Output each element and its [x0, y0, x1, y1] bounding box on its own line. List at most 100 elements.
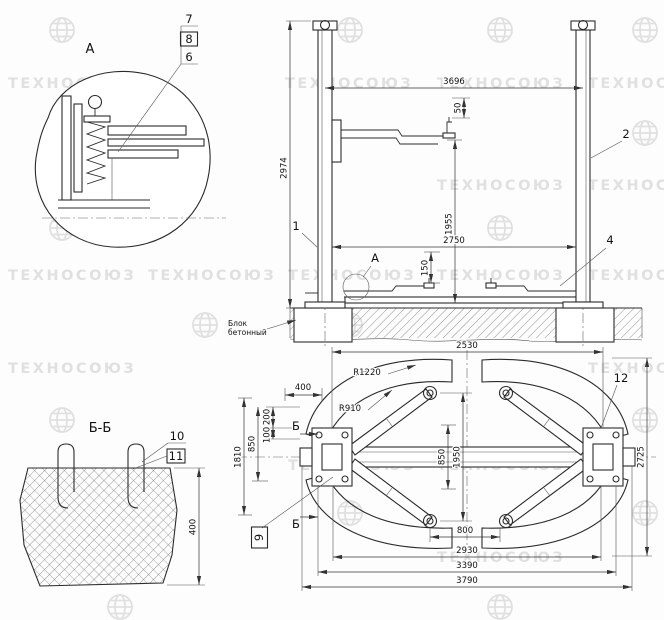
svg-text:4: 4: [606, 233, 613, 247]
detail-a: А 7 8 6: [34, 11, 226, 248]
svg-text:850: 850: [438, 449, 448, 465]
watermark-text: ТЕХНОСОЮЗ: [148, 268, 276, 284]
dim-800: 800: [429, 525, 501, 542]
dim-3790: 3790: [301, 466, 633, 591]
watermark-globe-icon: [487, 17, 513, 43]
svg-text:850: 850: [248, 436, 258, 452]
track-band: [339, 446, 597, 468]
svg-text:3390: 3390: [456, 561, 478, 571]
section-marker-b-bottom: Б: [291, 514, 318, 532]
watermark-text: ТЕХНОСОЮЗ: [437, 178, 565, 194]
dim-r1220: R1220: [352, 364, 417, 379]
watermark-globe-icon: [337, 500, 363, 526]
callout-7: 7: [185, 12, 192, 26]
callout-8: 8: [185, 32, 192, 46]
svg-text:2725: 2725: [637, 446, 647, 468]
lift-arm-lowered-right: [485, 278, 576, 298]
svg-text:11: 11: [169, 449, 184, 463]
svg-text:R910: R910: [339, 404, 361, 414]
dim-1955: 1955: [443, 139, 462, 303]
dim-850-center: 850: [436, 424, 456, 490]
plan-view: 2530 R1220 R910 400 200 100: [232, 340, 656, 591]
post-right: [562, 19, 604, 309]
watermark-text: ТЕХНОСОЮЗ: [288, 268, 416, 284]
callout-4: 4: [559, 232, 615, 287]
svg-text:800: 800: [457, 526, 473, 536]
dim-2725: 2725: [612, 357, 652, 557]
section-marker-b-top: Б: [291, 418, 318, 437]
swing-arc-top-left: [305, 358, 453, 441]
anchor-bolt: [127, 443, 145, 509]
svg-text:1: 1: [292, 219, 299, 233]
callout-2: 2: [590, 126, 631, 159]
lift-arm-raised: [331, 117, 456, 163]
anchor-bolt: [57, 443, 75, 509]
svg-text:12: 12: [614, 371, 629, 385]
watermark-globe-icon: [632, 500, 658, 526]
svg-text:Б: Б: [292, 517, 300, 531]
dim-2530: 2530: [331, 340, 604, 428]
detail-a-marker-circle: [342, 273, 370, 301]
callout-1: 1: [291, 218, 318, 248]
dim-2930: 2930: [332, 486, 602, 561]
svg-text:2: 2: [622, 127, 629, 141]
dim-2750: 2750: [332, 235, 576, 250]
dim-400-section: 400: [167, 467, 205, 586]
detail-a-marker-label: А: [371, 251, 379, 265]
svg-text:2750: 2750: [443, 236, 465, 246]
callout-9: 9: [251, 476, 334, 549]
dim-3696: 3696: [325, 76, 583, 91]
svg-text:3790: 3790: [456, 576, 478, 586]
svg-text:1810: 1810: [234, 446, 244, 468]
post-left: [304, 19, 346, 309]
swing-arc-top-right: [481, 358, 629, 441]
svg-text:3696: 3696: [443, 77, 465, 87]
dim-150: 150: [419, 251, 440, 284]
note-concrete-block: Блок бетонный: [227, 318, 297, 338]
watermark-globe-icon: [337, 17, 363, 43]
front-view: А 3696 2974 50 1955 2750: [227, 19, 643, 346]
concrete-block-right: [555, 307, 615, 343]
svg-text:2930: 2930: [456, 546, 478, 556]
dim-850-left: 850: [246, 407, 268, 482]
svg-text:1950: 1950: [453, 446, 463, 468]
watermark-globe-icon: [49, 17, 75, 43]
watermark-text: ТЕХНОСОЮЗ: [437, 268, 565, 284]
watermark-globe-icon: [487, 215, 513, 241]
svg-text:2974: 2974: [280, 157, 290, 179]
floor-cover: [344, 296, 577, 304]
watermark-globe-icon: [49, 407, 75, 433]
section-bb: Б-Б 10 11 400: [19, 421, 205, 587]
watermark-text: ТЕХНОСОЮЗ: [588, 76, 664, 92]
swing-arms: [348, 385, 588, 529]
watermark-globe-icon: [632, 17, 658, 43]
svg-text:200: 200: [263, 409, 273, 425]
svg-text:150: 150: [421, 260, 431, 276]
callout-10: 10: [141, 428, 186, 463]
watermark-text: ТЕХНОСОЮЗ: [588, 178, 664, 194]
section-bb-title: Б-Б: [89, 421, 112, 436]
dim-2974: 2974: [278, 20, 311, 309]
watermark-globe-icon: [487, 594, 513, 620]
watermark-globe-icon: [192, 312, 218, 338]
dim-50: 50: [452, 97, 470, 119]
watermark-text: ТЕХНОСОЮЗ: [8, 361, 136, 377]
post-plan-right: [582, 427, 636, 487]
post-plan-left: [299, 427, 353, 487]
svg-text:100: 100: [263, 427, 273, 443]
dim-100: 100: [261, 426, 300, 444]
svg-text:10: 10: [170, 429, 185, 443]
watermark-text: ТЕХНОСОЮЗ: [8, 268, 136, 284]
callout-6: 6: [185, 50, 192, 64]
svg-text:400: 400: [295, 383, 311, 393]
concrete-block-left: [293, 307, 353, 343]
svg-text:бетонный: бетонный: [228, 328, 267, 337]
dim-200: 200: [261, 406, 300, 429]
svg-text:1955: 1955: [445, 213, 455, 235]
watermark-text: ТЕХНОСОЮЗ: [588, 268, 664, 284]
dim-r910: R910: [338, 389, 393, 415]
watermark-globe-icon: [107, 594, 133, 620]
svg-text:R1220: R1220: [353, 368, 381, 378]
callout-stack-786: 7 8 6: [117, 11, 199, 153]
